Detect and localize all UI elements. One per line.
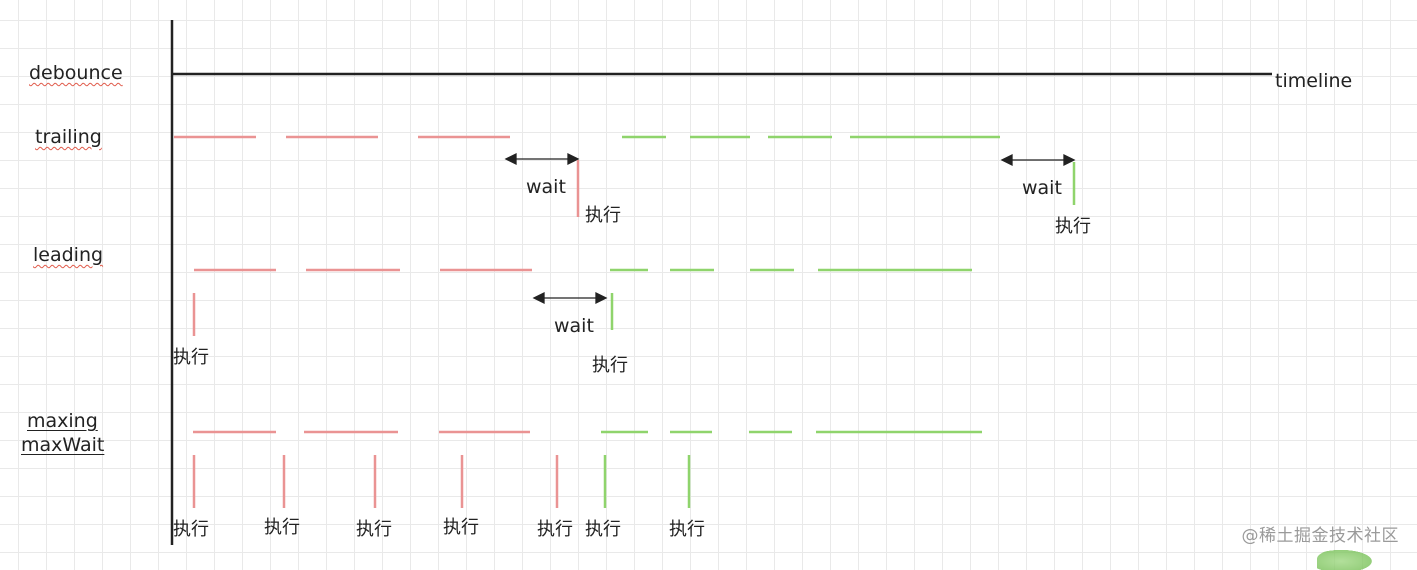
maxwait-exec-red-ticks [192, 455, 559, 508]
label-trailing: trailing [35, 126, 102, 148]
leading-wait-arrow [532, 291, 608, 305]
trailing-wait-arrow-1 [504, 152, 580, 166]
exec-label-maxwait-1: 执行 [173, 519, 209, 540]
trailing-wait-arrow-2 [1000, 153, 1076, 167]
exec-label-maxwait-5: 执行 [537, 519, 573, 540]
label-debounce: debounce [29, 62, 123, 84]
label-timeline: timeline [1275, 70, 1353, 92]
wait-label-leading: wait [554, 315, 594, 337]
exec-label-maxwait-7: 执行 [669, 519, 705, 540]
exec-label-maxwait-4: 执行 [443, 517, 479, 538]
wait-label-trailing-1: wait [526, 176, 566, 198]
exec-label-trailing-2: 执行 [1055, 216, 1091, 237]
label-maxing: maxing [27, 410, 98, 432]
label-leading: leading [33, 244, 104, 266]
exec-label-leading-2: 执行 [592, 355, 628, 376]
label-maxwait: maxWait [21, 434, 105, 456]
exec-label-trailing-1: 执行 [585, 205, 621, 226]
exec-label-leading-1: 执行 [173, 347, 209, 368]
exec-label-maxwait-2: 执行 [264, 517, 300, 538]
exec-label-maxwait-3: 执行 [356, 519, 392, 540]
wait-label-trailing-2: wait [1022, 177, 1062, 199]
exec-label-maxwait-6: 执行 [585, 519, 621, 540]
maxwait-exec-green-ticks [603, 455, 691, 508]
watermark: @稀土掘金技术社区 [1241, 526, 1399, 546]
leaf-decoration [1317, 548, 1377, 570]
